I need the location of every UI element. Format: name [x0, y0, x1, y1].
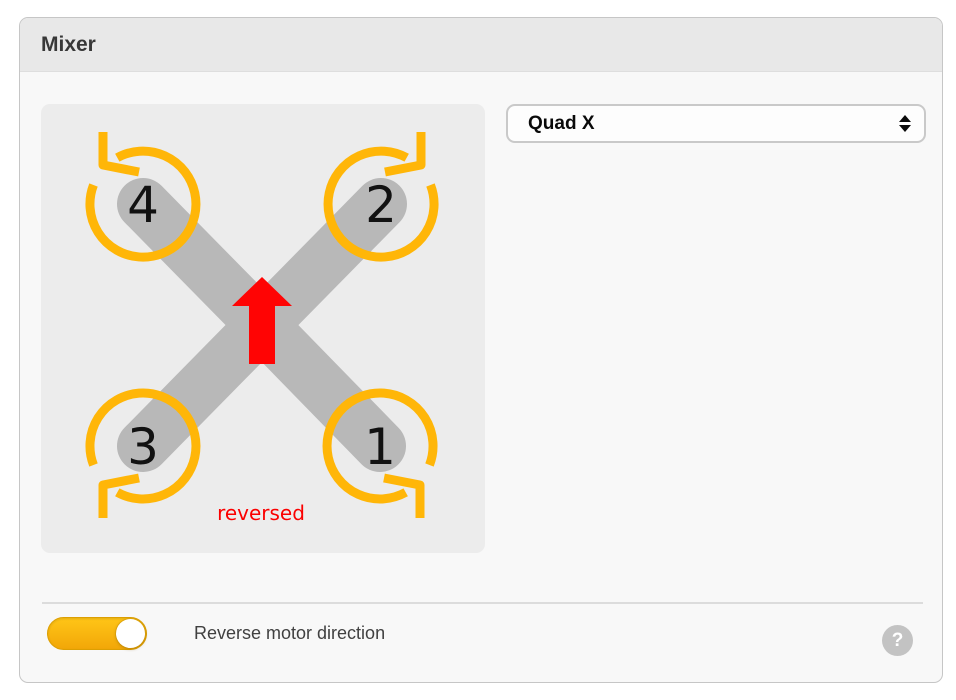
frame-arm	[236, 299, 406, 472]
help-icon[interactable]: ?	[882, 625, 913, 656]
caret-up-icon	[899, 115, 911, 122]
card-header: Mixer	[20, 18, 942, 72]
reverse-motor-direction-toggle[interactable]	[47, 617, 147, 650]
select-caret-icon	[899, 115, 911, 132]
motor-3-rotation-icon	[85, 388, 201, 518]
caret-down-icon	[899, 125, 911, 132]
frame-arm	[117, 299, 288, 472]
reversed-label: reversed	[217, 501, 305, 525]
reverse-motor-direction-label: Reverse motor direction	[194, 623, 386, 643]
quad-diagram-panel: 4 2 3 1 reversed	[41, 104, 485, 553]
motor-2-label: 2	[365, 176, 397, 234]
quad-x-diagram: 4 2 3 1 reversed	[85, 132, 439, 525]
motor-3-label: 3	[127, 418, 159, 476]
footer-divider	[42, 602, 923, 604]
mixer-select-value: Quad X	[528, 112, 595, 134]
mixer-select[interactable]: Quad X	[506, 104, 926, 143]
mixer-card: Mixer	[19, 17, 943, 683]
toggle-knob	[116, 619, 145, 648]
direction-arrow-icon	[232, 277, 292, 364]
motor-4-label: 4	[127, 176, 159, 234]
motor-2-rotation-icon	[323, 132, 439, 262]
motor-1-label: 1	[364, 418, 396, 476]
motor-4-rotation-icon	[85, 132, 201, 262]
page-title: Mixer	[41, 32, 96, 56]
motor-1-rotation-icon	[322, 388, 438, 518]
